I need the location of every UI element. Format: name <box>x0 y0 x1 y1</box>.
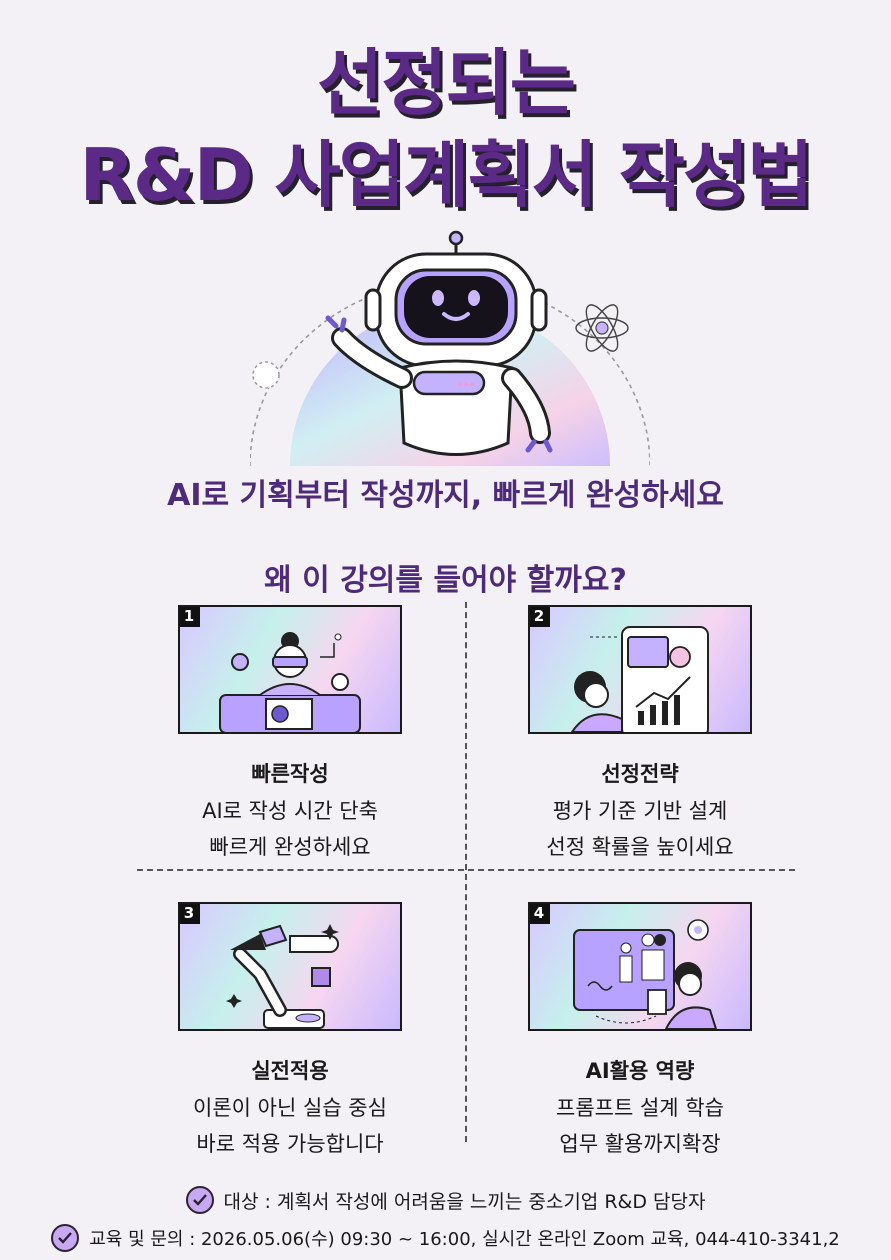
card-desc-2: 선정 확률을 높이세요 <box>546 835 734 859</box>
contact-info: 교육 및 문의 : 2026.05.06(수) 09:30 ~ 16:00, 실… <box>0 1224 891 1252</box>
card-desc-1: AI로 작성 시간 단축 <box>202 799 378 823</box>
card-desc-2: 바로 적용 가능합니다 <box>196 1132 384 1156</box>
target-text: 대상 : 계획서 작성에 어려움을 느끼는 중소기업 R&D 담당자 <box>223 1190 706 1213</box>
card-number: 3 <box>180 904 200 924</box>
feature-card-2: 2 선정전략 평가 기준 기반 설계 선정 확률을 높이세요 <box>490 605 790 860</box>
divider-horizontal <box>137 869 795 871</box>
subtitle: AI로 기획부터 작성까지, 빠르게 완성하세요 <box>167 478 724 513</box>
card-illustration: 2 <box>528 605 752 734</box>
check-circle-icon <box>185 1186 214 1214</box>
card-title: 실전적용 <box>251 1059 329 1083</box>
card-number: 4 <box>530 904 550 924</box>
card-title: AI활용 역량 <box>585 1059 695 1083</box>
card-desc-2: 업무 활용까지확장 <box>559 1132 721 1156</box>
vr-user-icon <box>219 632 361 732</box>
atom-icon <box>575 304 629 352</box>
chart-presenter-icon <box>570 626 709 732</box>
feature-card-4: 4 AI활용 역량 프롬프트 설계 학습 업무 활용까지확장 <box>490 902 790 1157</box>
card-desc-1: 프롬프트 설계 학습 <box>556 1096 724 1120</box>
why-heading: 왜 이 강의를 들어야 할까요? <box>264 563 627 598</box>
page-title-line2: R&D 사업계획서 작성법 <box>79 133 813 217</box>
card-desc-2: 빠르게 완성하세요 <box>209 835 371 859</box>
card-desc-1: 평가 기준 기반 설계 <box>552 799 728 823</box>
feature-card-1: 1 빠른작성 AI로 작성 시간 단축 빠르게 완성하세요 <box>140 605 440 860</box>
card-title: 빠른작성 <box>251 762 329 786</box>
contact-text: 교육 및 문의 : 2026.05.06(수) 09:30 ~ 16:00, 실… <box>89 1229 840 1250</box>
robot-icon <box>250 230 650 467</box>
researcher-icon <box>573 919 718 1029</box>
target-info: 대상 : 계획서 작성에 어려움을 느끼는 중소기업 R&D 담당자 <box>0 1186 891 1214</box>
card-illustration: 1 <box>178 605 402 734</box>
page-title-line1: 선정되는 <box>317 41 576 125</box>
card-number: 2 <box>530 607 550 627</box>
card-illustration: 3 <box>178 902 402 1031</box>
card-title: 선정전략 <box>601 762 679 786</box>
card-illustration: 4 <box>528 902 752 1031</box>
check-circle-icon <box>51 1224 80 1252</box>
feature-card-3: 3 실전적용 이론이 아닌 실습 중심 바로 적용 가능합니다 <box>140 902 440 1157</box>
card-number: 1 <box>180 607 200 627</box>
divider-vertical <box>465 602 467 1142</box>
robot-arm-icon <box>226 924 339 1029</box>
card-desc-1: 이론이 아닌 실습 중심 <box>193 1096 387 1120</box>
